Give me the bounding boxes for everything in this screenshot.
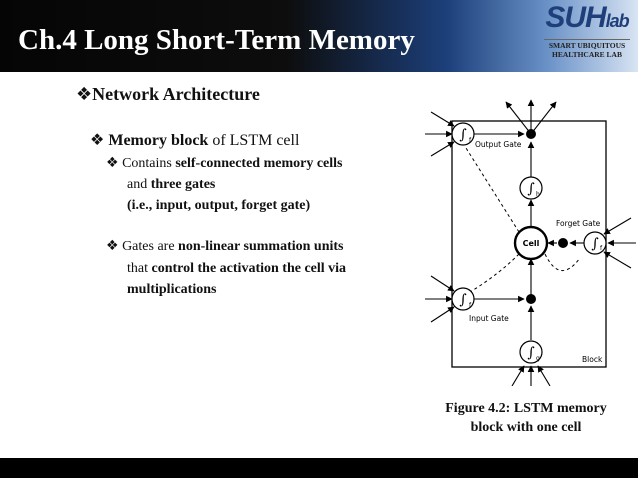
output-multiply-node: [526, 129, 536, 139]
forget-multiply-node: [558, 238, 568, 248]
caption-line-2: block with one cell: [470, 420, 582, 435]
caption-line-1: Figure 4.2: LSTM memory: [445, 401, 607, 416]
logo-divider: [544, 39, 630, 40]
bullet-contains-line3: (i.e., input, output, forget gate): [127, 198, 311, 213]
bullet-memory-block: ❖ Memory block of LSTM cell: [90, 130, 299, 150]
svg-text:f: f: [469, 302, 472, 309]
bullet-gates: ❖ Gates are non-linear summation units: [106, 238, 343, 255]
svg-text:g: g: [536, 355, 540, 362]
logo-subtitle-2: HEALTHCARE LAB: [552, 50, 622, 59]
cell-input-arrows: [511, 365, 551, 386]
bottom-bar: [0, 458, 638, 478]
bullet-text: Contains: [122, 156, 176, 171]
bullet-bold-text: Memory block: [108, 132, 209, 149]
memory-cell: Cell: [513, 225, 549, 261]
output-arrows: [505, 99, 557, 135]
logo-wordmark: SUH: [545, 1, 606, 34]
h-activation-unit: ∫ h: [519, 176, 543, 200]
forget-gate-inputs: [603, 217, 636, 269]
input-gate-unit: ∫ f: [451, 287, 475, 311]
block-label: Block: [582, 355, 603, 364]
peephole-connections: [465, 147, 581, 293]
svg-text:∫: ∫: [527, 345, 534, 361]
bullet-contains-line2: and three gates: [127, 177, 216, 192]
slide-title: Ch.4 Long Short-Term Memory: [18, 24, 415, 56]
input-gate-label: Input Gate: [469, 314, 509, 323]
svg-text:∫: ∫: [591, 236, 598, 252]
bullet-text: of LSTM cell: [208, 132, 300, 149]
diamond-bullet-icon: ❖: [90, 130, 105, 149]
bullet-bold-text: self-connected memory cells: [175, 156, 343, 171]
svg-text:∫: ∫: [527, 181, 534, 197]
diamond-bullet-icon: ❖: [106, 238, 119, 254]
svg-text:f: f: [469, 137, 472, 144]
diamond-bullet-icon: ❖: [106, 155, 119, 171]
input-gate-inputs: [425, 275, 455, 323]
output-gate-unit: ∫ f: [451, 122, 475, 146]
bullet-text: Gates are: [122, 239, 179, 254]
diamond-bullet-icon: ❖: [76, 84, 93, 105]
output-gate-label: Output Gate: [475, 140, 522, 149]
bullet-contains: ❖ Contains self-connected memory cells: [106, 155, 343, 172]
svg-text:f: f: [600, 245, 603, 252]
figure-caption: Figure 4.2: LSTM memory block with one c…: [428, 399, 624, 437]
forget-gate-label: Forget Gate: [556, 219, 601, 228]
output-gate-inputs: [425, 111, 455, 157]
forget-gate-unit: ∫ f: [583, 231, 607, 255]
svg-text:∫: ∫: [459, 127, 466, 143]
bullet-text: Network Architecture: [92, 84, 260, 104]
bullet-gates-line2: that control the activation the cell via: [127, 261, 347, 276]
bullet-network-architecture: ❖Network Architecture: [76, 84, 260, 105]
svg-text:h: h: [536, 191, 540, 198]
svg-text:∫: ∫: [459, 292, 466, 308]
logo-subtitle-1: SMART UBIQUITOUS: [548, 41, 626, 50]
suh-lab-logo: SUHlab SMART UBIQUITOUS HEALTHCARE LAB: [542, 2, 632, 64]
svg-text:Cell: Cell: [523, 239, 540, 248]
title-bar: Ch.4 Long Short-Term Memory SUHlab SMART…: [0, 0, 638, 72]
bullet-bold-text: non-linear summation units: [178, 239, 344, 254]
g-activation-unit: ∫ g: [519, 340, 543, 364]
lstm-memory-block-diagram: ∫ f ∫ h ∫ f ∫ f ∫ g Cell Output Gate For…: [425, 99, 636, 386]
logo-suffix: lab: [605, 11, 630, 31]
bullet-gates-line3: multiplications: [127, 282, 217, 297]
input-multiply-node: [526, 294, 536, 304]
